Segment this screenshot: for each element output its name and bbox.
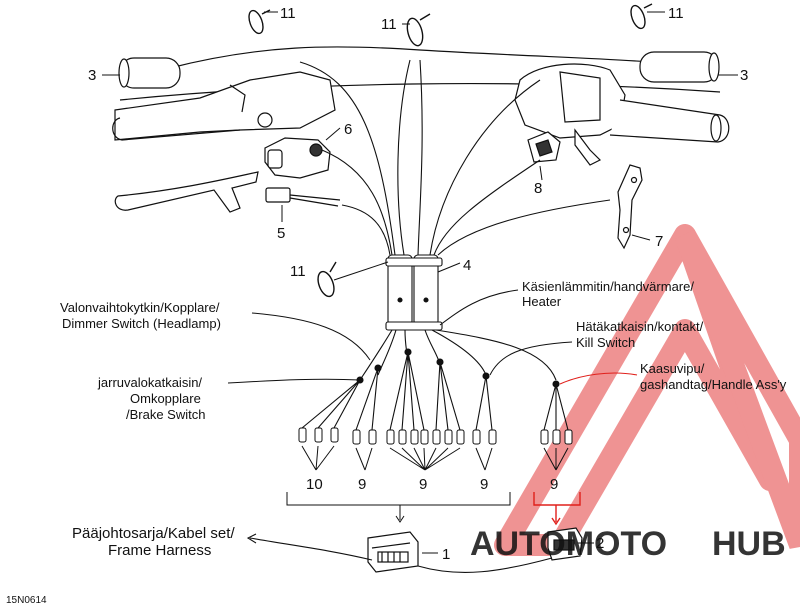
cable-tie-tl-icon xyxy=(248,9,271,35)
callout-1: 1 xyxy=(442,546,450,563)
kill-switch-label-line1: Hätäkatkaisin/kontakt/ xyxy=(576,319,704,334)
callout-leaders xyxy=(102,11,738,554)
cable-tie-mid-icon xyxy=(317,261,337,298)
handlebar-top-edge xyxy=(169,46,651,69)
watermark-triangle-edge-icon xyxy=(674,229,800,549)
part-1-connector xyxy=(367,531,419,573)
callout-9-c: 9 xyxy=(480,476,488,493)
callout-3-left: 3 xyxy=(88,67,96,84)
callout-2: 2 xyxy=(596,535,604,552)
frame-harness-label-line1: Pääjohtosarja/Kabel set/ xyxy=(72,525,235,542)
callout-7: 7 xyxy=(655,233,663,250)
part-5-switch xyxy=(265,187,341,207)
watermark-text-part1: AUTOMOTO xyxy=(470,525,667,563)
callout-5: 5 xyxy=(277,225,285,242)
kill-switch-label-line2: Kill Switch xyxy=(576,335,635,350)
left-brake-lever xyxy=(112,117,241,141)
right-grip xyxy=(639,51,719,83)
dimmer-label-line1: Valonvaihtokytkin/Kopplare/ xyxy=(60,300,220,315)
frame-harness-label-line2: Frame Harness xyxy=(108,542,211,559)
brake-label-line2: Omkopplare xyxy=(130,391,201,406)
terminal-leaders xyxy=(286,445,569,523)
callout-11-top-right: 11 xyxy=(668,5,684,22)
callout-numbers: 3 3 11 11 11 11 6 8 5 7 4 10 9 9 9 9 1 2 xyxy=(88,5,748,563)
watermark-text: AUTOMOTO HUB xyxy=(470,525,786,563)
heater-label-line1: Käsienlämmitin/handvärmare/ xyxy=(522,279,694,294)
throttle-label-line2: gashandtag/Handle Ass'y xyxy=(640,377,787,392)
callout-9-d: 9 xyxy=(550,476,558,493)
left-grip-end xyxy=(118,58,130,88)
harness-wires xyxy=(299,59,611,431)
right-housing-detail xyxy=(559,71,601,123)
cable-tie-tc-icon xyxy=(406,13,431,47)
brake-label-line3: /Brake Switch xyxy=(126,407,205,422)
watermark-logo xyxy=(494,224,800,556)
callout-11-top-center: 11 xyxy=(381,16,397,33)
terminals xyxy=(298,427,573,445)
part-8-connector xyxy=(527,131,561,163)
callout-6: 6 xyxy=(344,121,352,138)
left-brake-housing xyxy=(114,71,336,141)
throttle-lever xyxy=(574,128,602,166)
hook-bracket xyxy=(114,171,259,213)
right-grip-end xyxy=(708,52,720,82)
callout-9-b: 9 xyxy=(419,476,427,493)
dimmer-label-line2: Dimmer Switch (Headlamp) xyxy=(62,316,221,331)
part-6-dimmer-switch xyxy=(264,137,331,179)
right-bar-lower xyxy=(609,99,730,143)
red-bracket xyxy=(533,492,581,526)
callout-9-a: 9 xyxy=(358,476,366,493)
drawing-reference: 15N0614 xyxy=(6,595,47,606)
throttle-label-line1: Kaasuvipu/ xyxy=(640,361,705,376)
watermark-text-part2: HUB xyxy=(712,525,786,563)
frame-harness-arrow xyxy=(246,533,553,573)
callout-3-right: 3 xyxy=(740,67,748,84)
right-bar-lower-end xyxy=(710,114,722,142)
right-throttle-housing xyxy=(514,63,626,139)
handlebar-bottom-edge xyxy=(119,82,721,101)
cable-tie-tr-icon xyxy=(630,3,653,30)
part-7-bracket xyxy=(617,164,643,250)
callout-11-top-left: 11 xyxy=(280,5,296,22)
left-switch-knob xyxy=(257,112,273,128)
component-labels: Valonvaihtokytkin/Kopplare/ Dimmer Switc… xyxy=(6,279,787,606)
left-housing-detail xyxy=(229,84,246,113)
handlebar xyxy=(112,46,730,166)
part-2-connector xyxy=(547,527,583,561)
brake-label-line1: jarruvalokatkaisin/ xyxy=(97,375,202,390)
heater-label-line2: Heater xyxy=(522,294,562,309)
callout-11-mid: 11 xyxy=(290,263,306,280)
callout-8: 8 xyxy=(534,180,542,197)
callout-4: 4 xyxy=(463,257,471,274)
callout-10: 10 xyxy=(306,476,323,493)
